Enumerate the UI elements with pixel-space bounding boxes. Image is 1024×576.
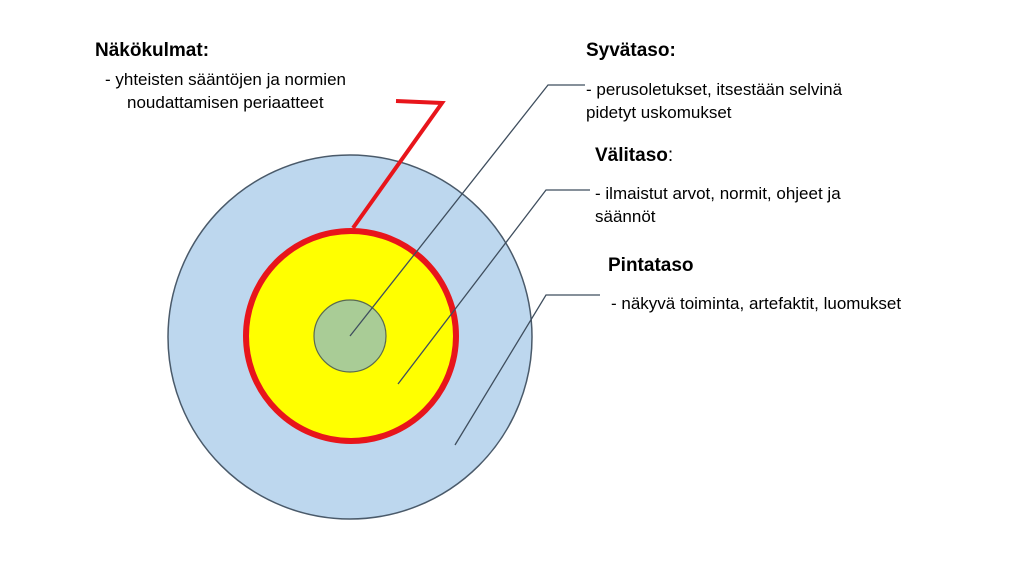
label-body-valitaso: - ilmaistut arvot, normit, ohjeet ja sää… bbox=[595, 183, 841, 226]
label-body-nakokulmat-line1: - yhteisten sääntöjen ja normien bbox=[105, 69, 346, 89]
label-title-pintataso: Pintataso bbox=[608, 255, 694, 276]
label-title-syvataso: Syvätaso: bbox=[586, 40, 676, 61]
label-body-nakokulmat-line2: noudattamisen periaatteet bbox=[127, 92, 324, 112]
leader-line-pintataso bbox=[454, 294, 600, 446]
label-title-valitaso-colon: : bbox=[667, 145, 674, 166]
leader-line-nakokulmat bbox=[351, 99, 446, 230]
label-body-syvataso: - perusoletukset, itsestään selvinä pide… bbox=[586, 79, 843, 122]
label-block-pintataso: Pintataso - näkyvä toiminta, artefaktit,… bbox=[608, 255, 1008, 316]
label-title-valitaso: Välitaso: bbox=[595, 145, 995, 168]
leader-line-syvataso bbox=[349, 84, 585, 337]
label-body-pintataso: - näkyvä toiminta, artefaktit, luomukset bbox=[611, 293, 902, 313]
label-block-valitaso: Välitaso: - ilmaistut arvot, normit, ohj… bbox=[595, 145, 995, 229]
label-title-valitaso-word: Välitaso bbox=[595, 145, 668, 166]
leader-line-valitaso bbox=[397, 189, 590, 385]
label-block-syvataso: Syvätaso: - perusoletukset, itsestään se… bbox=[586, 40, 986, 125]
label-body-nakokulmat: - yhteisten sääntöjen ja normien noudatta… bbox=[105, 69, 425, 115]
label-title-nakokulmat: Näkökulmat: bbox=[95, 40, 210, 61]
label-block-nakokulmat: Näkökulmat: - yhteisten sääntöjen ja nor… bbox=[95, 40, 425, 115]
